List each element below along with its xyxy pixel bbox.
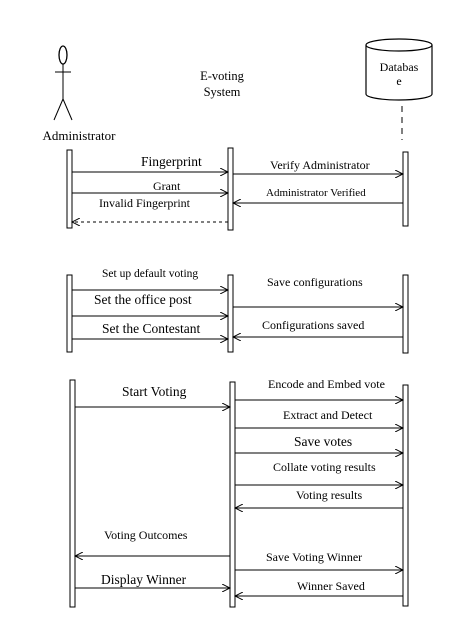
message-label: Set the office post [94, 292, 192, 307]
database-activation-1 [402, 151, 409, 227]
system-activation-1 [227, 147, 234, 231]
database-label-line2: e [396, 74, 401, 88]
message-label: Invalid Fingerprint [99, 196, 191, 210]
actor-right-leg [62, 98, 73, 121]
message-label: Start Voting [122, 384, 187, 399]
actor-head [58, 45, 68, 65]
message-label: Encode and Embed vote [268, 377, 385, 391]
system-activation-2 [227, 274, 234, 353]
message-label: Collate voting results [273, 460, 376, 474]
admin-activation-2 [66, 274, 73, 353]
message-label: Save configurations [267, 275, 363, 289]
message-label: Extract and Detect [283, 408, 373, 422]
database-activation-3 [402, 384, 409, 607]
administrator-label: Administrator [43, 128, 117, 143]
admin-activation-1 [66, 149, 73, 229]
message-label: Set up default voting [102, 268, 198, 280]
message-label: Save Voting Winner [266, 550, 362, 564]
message-label: Grant [153, 179, 181, 193]
system-label-line1: E-voting [200, 69, 244, 83]
message-label: Fingerprint [141, 154, 202, 169]
message-label: Verify Administrator [270, 158, 370, 172]
database-cylinder-icon [365, 38, 433, 101]
actor-left-leg [53, 98, 64, 121]
message-label: Set the Contestant [102, 321, 200, 336]
database-label-line1: Databas [380, 60, 419, 74]
message-label: Configurations saved [262, 318, 364, 332]
system-label-line2: System [204, 85, 241, 99]
message-label: Save votes [294, 434, 352, 449]
message-label: Administrator Verified [266, 187, 366, 199]
message-label: Voting results [296, 488, 362, 502]
message-label: Winner Saved [297, 579, 365, 593]
admin-activation-3 [69, 379, 76, 608]
system-activation-3 [229, 381, 236, 608]
message-label: Display Winner [101, 572, 187, 587]
message-label: Voting Outcomes [104, 528, 188, 542]
administrator-actor [53, 45, 73, 121]
database-activation-2 [402, 274, 409, 354]
